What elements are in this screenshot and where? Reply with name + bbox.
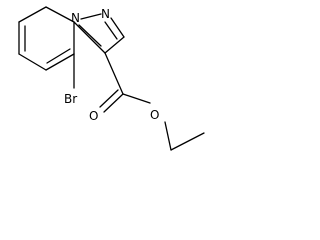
bond-c3-c3a-inner: [78, 24, 102, 47]
bond-c5-c4: [45, 53, 75, 71]
structure-canvas: N N Br O O: [0, 0, 218, 174]
bond-carbonyl-c-ester-o: [122, 93, 151, 104]
bond-c2-c3: [104, 36, 125, 54]
bond-c3-c3a: [73, 21, 106, 54]
bond-c3a-n-bridge: [45, 6, 75, 23]
bond-c3-carbonyl-c: [104, 52, 124, 95]
bond-carbonyl-c-o: [103, 93, 124, 113]
bond-carbonyl-c-o-double: [99, 89, 119, 108]
label-bromine: Br: [64, 92, 77, 106]
label-n-bridge: N: [71, 11, 80, 25]
bond-c6-c5: [18, 53, 47, 71]
label-n-pyrazole: N: [101, 7, 110, 21]
label-carbonyl-oxygen: O: [89, 109, 98, 123]
bond-ch2-ch3: [170, 132, 205, 151]
bond-n2-c2: [110, 17, 125, 38]
molecule-structure: N N Br O O: [18, 6, 205, 151]
bond-c5-c4-inner: [46, 48, 71, 64]
label-ester-oxygen: O: [150, 108, 159, 122]
bond-n-bridge-n2: [80, 13, 102, 20]
bond-ester-o-ch2: [164, 121, 172, 151]
bond-c7-n-bridge: [18, 6, 47, 23]
bond-n2-c2-inner: [104, 21, 118, 40]
